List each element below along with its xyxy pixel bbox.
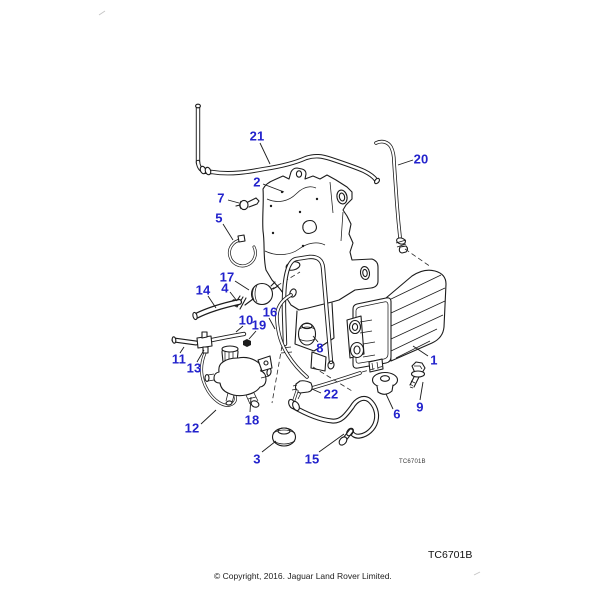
part-elbow-22 [291, 365, 385, 400]
leader-lines [179, 142, 429, 453]
part-hose-21 [195, 103, 381, 185]
part-tube-12 [200, 351, 237, 407]
figure-code: TC6701B [428, 549, 473, 561]
scan-artifacts [98, 10, 481, 576]
part-clip-7 [235, 197, 260, 211]
callout-16[interactable]: 16 [262, 304, 278, 320]
part-hose-14 [192, 298, 243, 321]
part-pipe-20 [374, 139, 409, 254]
callout-9[interactable]: 9 [416, 399, 424, 415]
diagram-code-inline: TC6701B [399, 459, 426, 465]
part-pipe-16 [275, 288, 309, 379]
part-grommet-6 [371, 371, 399, 395]
part-valve-18 [204, 345, 273, 408]
part-tee-13 [196, 331, 213, 354]
part-hose-15 [288, 389, 380, 446]
callout-15[interactable]: 15 [304, 451, 320, 467]
copyright-text: © Copyright, 2016. Jaguar Land Rover Lim… [214, 571, 392, 581]
part-nut-19 [243, 339, 251, 347]
phantom-lines [271, 248, 432, 404]
part-hose-11 [171, 336, 199, 346]
callout-17[interactable]: 17 [219, 269, 235, 285]
part-bracket [262, 167, 379, 372]
callout-22[interactable]: 22 [323, 386, 339, 402]
part-canister-1 [346, 269, 447, 373]
part-hose-10 [209, 331, 247, 343]
callout-7[interactable]: 7 [217, 190, 225, 206]
callout-1[interactable]: 1 [430, 352, 438, 368]
callout-5[interactable]: 5 [215, 210, 223, 226]
callout-11[interactable]: 11 [171, 351, 187, 367]
part-grommet-8 [297, 322, 317, 346]
callout-12[interactable]: 12 [184, 420, 200, 436]
callout-4[interactable]: 4 [221, 280, 229, 296]
callout-3[interactable]: 3 [253, 451, 261, 467]
callout-14[interactable]: 14 [195, 282, 211, 298]
callout-18[interactable]: 18 [244, 412, 260, 428]
part-u-pipe [280, 254, 335, 370]
callout-8[interactable]: 8 [316, 340, 324, 356]
callout-19[interactable]: 19 [251, 317, 267, 333]
callout-10[interactable]: 10 [238, 312, 254, 328]
callout-21[interactable]: 21 [249, 128, 265, 144]
part-valve-17 [244, 281, 279, 306]
callout-13[interactable]: 13 [186, 360, 202, 376]
part-grommet-3 [271, 427, 297, 447]
part-clip-5 [227, 234, 257, 268]
part-bolt-9 [409, 361, 426, 389]
callout-20[interactable]: 20 [413, 151, 429, 167]
callout-2[interactable]: 2 [253, 174, 261, 190]
callout-6[interactable]: 6 [393, 406, 401, 422]
